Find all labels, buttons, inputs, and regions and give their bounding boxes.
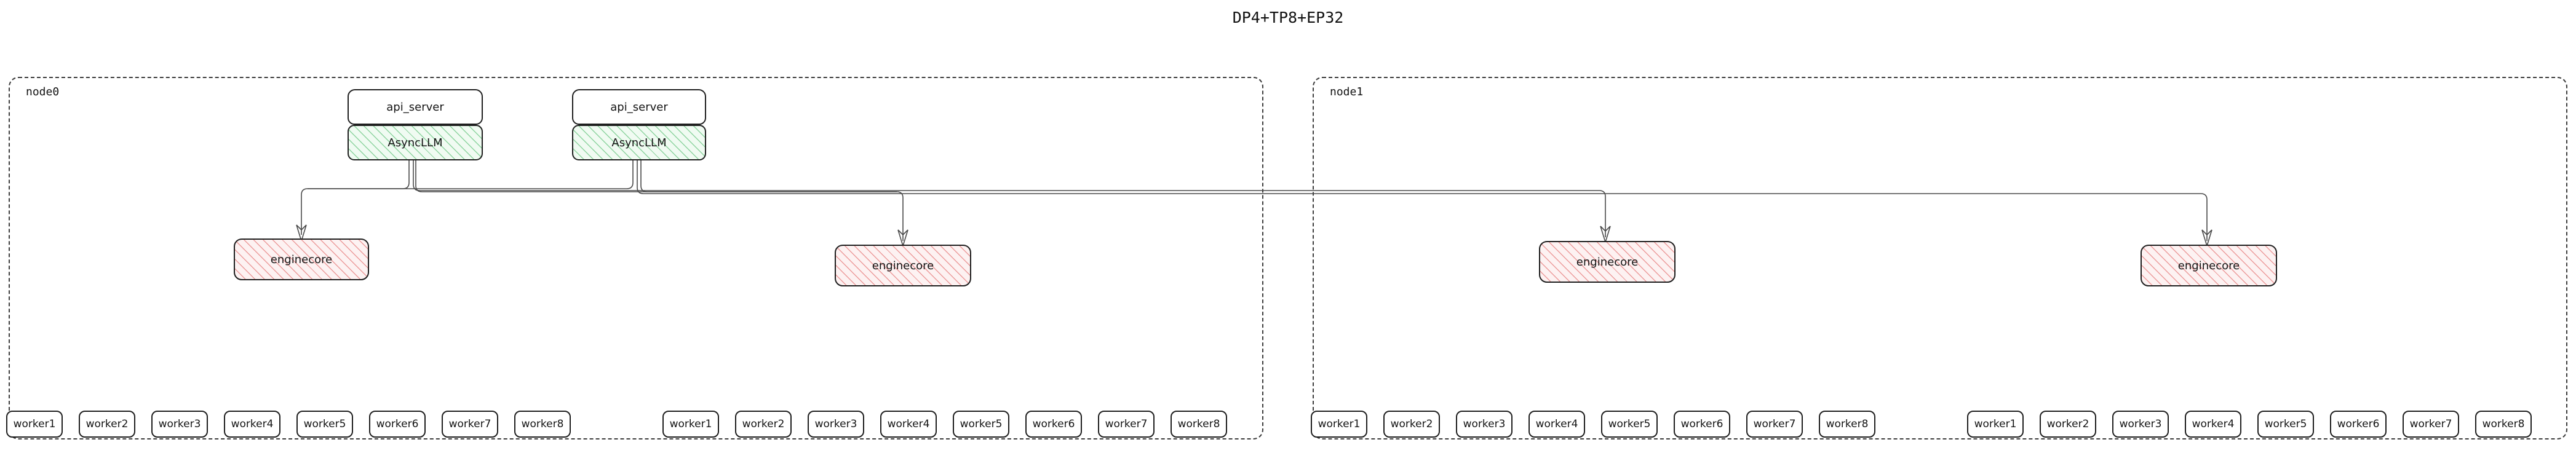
worker-box[interactable]: worker1 [1311,411,1367,438]
worker-label: worker6 [376,418,419,430]
worker-box[interactable]: worker5 [296,411,353,438]
asyncllm-label: AsyncLLM [611,136,667,149]
worker-box[interactable]: worker1 [6,411,63,438]
worker-label: worker8 [521,418,564,430]
api-server-label: api_server [610,100,668,114]
enginecore-label: enginecore [2177,259,2240,272]
worker-label: worker5 [2264,418,2307,430]
worker-box[interactable]: worker6 [2330,411,2387,438]
worker-box[interactable]: worker4 [1529,411,1585,438]
enginecore-box[interactable]: enginecore [234,238,369,280]
worker-box[interactable]: worker7 [1098,411,1155,438]
worker-box[interactable]: worker2 [79,411,135,438]
worker-box[interactable]: worker4 [2185,411,2241,438]
enginecore-label: enginecore [872,259,934,272]
cluster-label-node0: node0 [26,85,60,98]
worker-label: worker8 [1177,418,1220,430]
worker-box[interactable]: worker3 [151,411,208,438]
worker-label: worker2 [1390,418,1433,430]
worker-label: worker8 [2482,418,2525,430]
worker-box[interactable]: worker3 [808,411,864,438]
worker-label: worker4 [1535,418,1578,430]
api-server-label: api_server [386,100,444,114]
worker-box[interactable]: worker6 [1025,411,1082,438]
worker-box[interactable]: worker1 [1967,411,2024,438]
worker-box[interactable]: worker7 [1746,411,1803,438]
worker-box[interactable]: worker7 [442,411,498,438]
worker-box[interactable]: worker3 [2112,411,2169,438]
worker-box[interactable]: worker5 [2257,411,2314,438]
worker-box[interactable]: worker8 [514,411,571,438]
worker-label: worker2 [85,418,129,430]
worker-box[interactable]: worker2 [2040,411,2096,438]
cluster-node1: node1 [1313,77,2567,439]
worker-label: worker1 [669,418,712,430]
worker-box[interactable]: worker5 [1601,411,1658,438]
worker-box[interactable]: worker3 [1456,411,1513,438]
worker-label: worker5 [303,418,346,430]
worker-box[interactable]: worker1 [662,411,719,438]
worker-label: worker3 [2119,418,2162,430]
enginecore-label: enginecore [1576,255,1639,269]
worker-label: worker1 [1318,418,1361,430]
worker-box[interactable]: worker2 [735,411,792,438]
asyncllm-box[interactable]: AsyncLLM [348,125,483,160]
worker-label: worker3 [814,418,857,430]
worker-label: worker8 [1826,418,1869,430]
worker-label: worker6 [1032,418,1075,430]
worker-box[interactable]: worker8 [1171,411,1227,438]
worker-label: worker7 [448,418,491,430]
worker-box[interactable]: worker6 [369,411,426,438]
page-title: DP4+TP8+EP32 [1232,9,1344,26]
worker-label: worker4 [887,418,930,430]
worker-box[interactable]: worker7 [2403,411,2459,438]
worker-label: worker2 [2046,418,2089,430]
enginecore-box[interactable]: enginecore [2141,245,2277,286]
enginecore-box[interactable]: enginecore [1539,241,1676,283]
worker-box[interactable]: worker8 [1819,411,1875,438]
worker-box[interactable]: worker4 [224,411,280,438]
worker-label: worker7 [1753,418,1796,430]
asyncllm-label: AsyncLLM [388,136,443,149]
worker-label: worker7 [1105,418,1148,430]
worker-box[interactable]: worker6 [1674,411,1730,438]
worker-label: worker1 [1974,418,2017,430]
enginecore-label: enginecore [270,253,333,266]
cluster-node0: node0 [9,77,1263,439]
worker-label: worker4 [2192,418,2235,430]
worker-label: worker3 [158,418,201,430]
worker-label: worker6 [1680,418,1723,430]
worker-label: worker6 [2337,418,2380,430]
worker-box[interactable]: worker4 [880,411,937,438]
worker-label: worker4 [231,418,274,430]
api-server-box[interactable]: api_server [348,89,483,125]
api-server-box[interactable]: api_server [572,89,706,125]
worker-box[interactable]: worker8 [2475,411,2532,438]
enginecore-box[interactable]: enginecore [835,245,971,286]
worker-label: worker3 [1463,418,1506,430]
worker-label: worker7 [2409,418,2452,430]
worker-label: worker2 [742,418,785,430]
worker-label: worker5 [960,418,1003,430]
worker-label: worker5 [1608,418,1651,430]
worker-label: worker1 [13,418,56,430]
worker-box[interactable]: worker5 [953,411,1009,438]
asyncllm-box[interactable]: AsyncLLM [572,125,706,160]
worker-box[interactable]: worker2 [1383,411,1440,438]
cluster-label-node1: node1 [1330,85,1364,98]
